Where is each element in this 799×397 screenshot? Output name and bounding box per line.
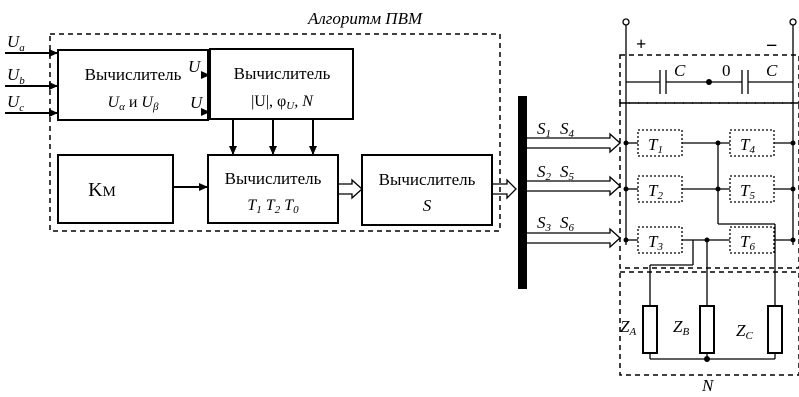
inverter-boundary — [619, 102, 799, 269]
switch-t3-label: T3 — [648, 232, 663, 253]
calculator-s: Вычислитель S — [361, 154, 493, 226]
svg-text:Вычислитель: Вычислитель — [225, 169, 322, 188]
load-zb-label: ZB — [673, 317, 689, 338]
capacitor-1-label: C — [674, 61, 686, 80]
svg-text:Ub: Ub — [7, 65, 25, 87]
dc-bus: + − C 0 C — [619, 18, 799, 245]
svg-text:Вычислитель: Вычислитель — [234, 64, 331, 83]
load-network: ZA ZB ZC N — [620, 272, 783, 395]
calculator-magnitude-phase: Вычислитель |U|, φU, N — [209, 48, 354, 120]
load-zc-label: ZC — [736, 321, 753, 342]
input-ub: Ub — [5, 65, 58, 90]
algorithm-title: Алгоритм ПВМ — [307, 9, 423, 28]
load-boundary — [619, 271, 799, 376]
km-coefficient-block: KM — [57, 154, 174, 224]
switch-t5-label: T5 — [740, 181, 755, 202]
signal-bus — [518, 96, 527, 289]
svg-text:Ua: Ua — [7, 32, 25, 54]
svg-text:Вычислитель: Вычислитель — [85, 65, 182, 84]
capacitor-section-boundary — [619, 54, 799, 104]
calc3-to-calc4-arrow — [338, 178, 363, 200]
svg-text:|U|, φU, N: |U|, φU, N — [251, 93, 314, 112]
svg-text:Uc: Uc — [7, 92, 24, 114]
minus-terminal-label: − — [766, 35, 777, 57]
inverter-bridge: T1 T2 T3 T4 T5 T6 — [623, 129, 796, 272]
input-uc: Uc — [5, 92, 58, 117]
input-ua: Ua — [5, 32, 58, 57]
svg-text:KM: KM — [88, 179, 116, 201]
calc4-to-bus-arrow — [492, 178, 517, 200]
midpoint-label: 0 — [722, 61, 731, 80]
switch-t6-label: T6 — [740, 232, 755, 253]
svg-text:Uα и Uβ: Uα и Uβ — [108, 94, 159, 113]
plus-terminal-label: + — [636, 34, 646, 54]
neutral-label: N — [701, 376, 715, 395]
switch-t2-label: T2 — [648, 181, 663, 202]
load-za-label: ZA — [620, 317, 636, 338]
calculator-alpha-beta: Вычислитель Uα и Uβ — [57, 49, 209, 121]
switch-t4-label: T4 — [740, 135, 755, 156]
svg-text:Вычислитель: Вычислитель — [379, 170, 476, 189]
svg-text:S: S — [423, 196, 432, 215]
calc1-output-label-lower: U — [190, 93, 204, 112]
capacitor-2-label: C — [766, 61, 778, 80]
calc1-output-label-upper: U — [188, 57, 202, 76]
switch-t1-label: T1 — [648, 135, 663, 156]
algorithm-boundary — [49, 33, 501, 232]
